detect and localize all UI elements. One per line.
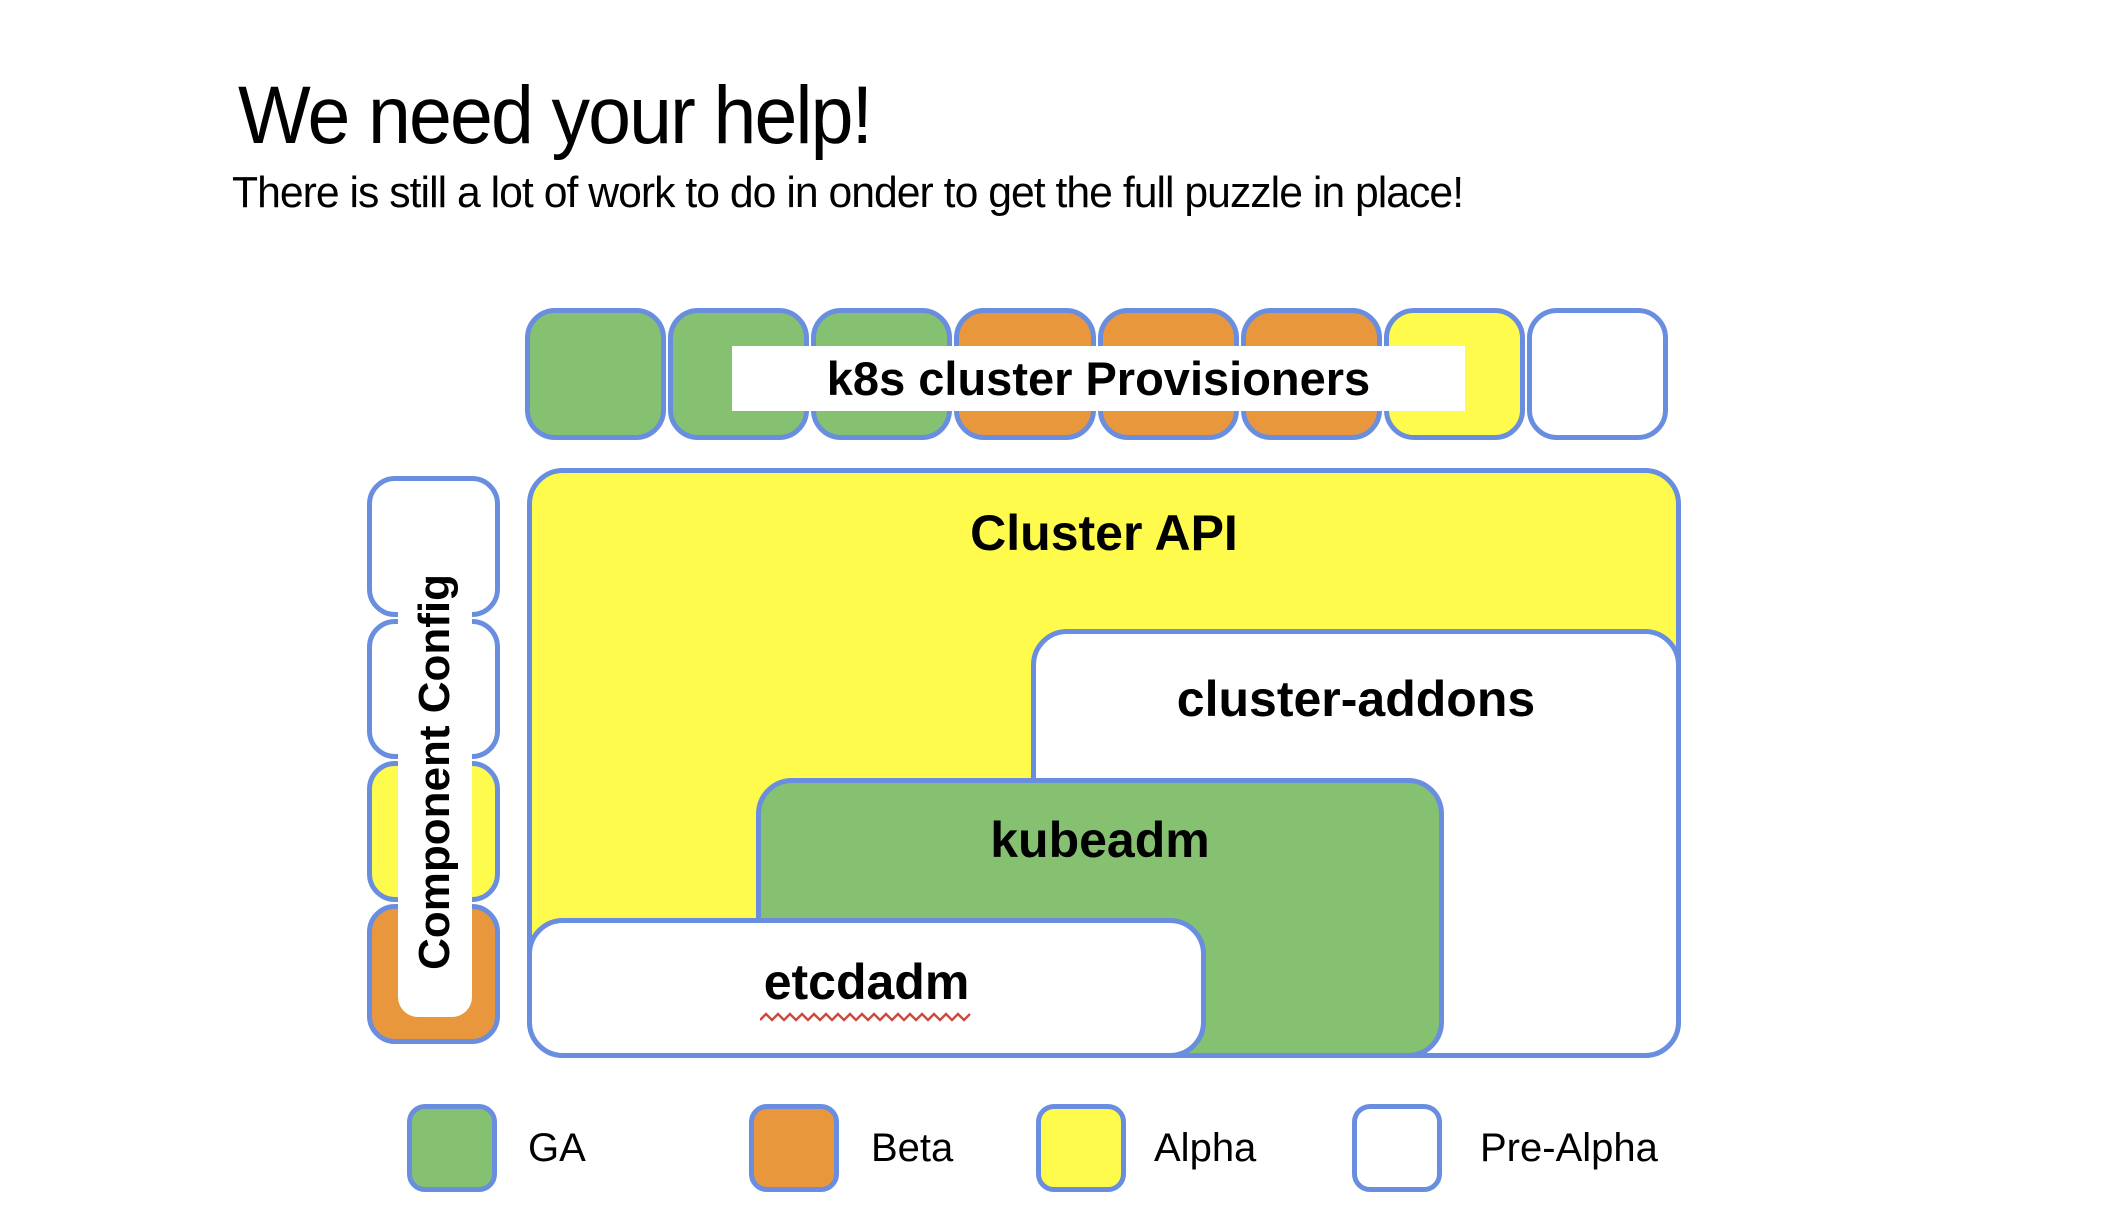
etcdadm-label: etcdadm [763,953,970,1010]
provisioners-label: k8s cluster Provisioners [732,346,1465,411]
legend-label: Beta [871,1125,954,1170]
legend-item: GA [407,1104,586,1192]
page-title: We need your help! [238,69,873,161]
legend-item: Alpha [1036,1104,1256,1192]
legend-label: Pre-Alpha [1480,1125,1658,1170]
legend-label: Alpha [1154,1125,1257,1170]
component-config-label-box: Component Config [398,526,472,1017]
legend-item: Pre-Alpha [1352,1104,1658,1192]
legend-swatch-beta [749,1104,839,1192]
legend-label: GA [528,1125,586,1170]
cluster-api-label: Cluster API [970,505,1238,561]
etcdadm-box: etcdadm [527,918,1206,1058]
provisioner-tile [1526,308,1668,440]
legend-swatch-alpha [1036,1104,1126,1192]
legend-swatch-pre_alpha [1352,1104,1442,1192]
provisioner-tile [525,308,667,440]
component-config-label: Component Config [410,573,459,970]
cluster-addons-label: cluster-addons [1176,671,1536,727]
spellcheck-squiggle-underline [759,1011,971,1022]
legend-swatch-ga [407,1104,497,1192]
subtitle: There is still a lot of work to do in on… [232,168,1464,217]
kubeadm-label: kubeadm [990,812,1210,868]
legend-item: Beta [749,1104,953,1192]
squiggle-polyline [759,1011,971,1022]
